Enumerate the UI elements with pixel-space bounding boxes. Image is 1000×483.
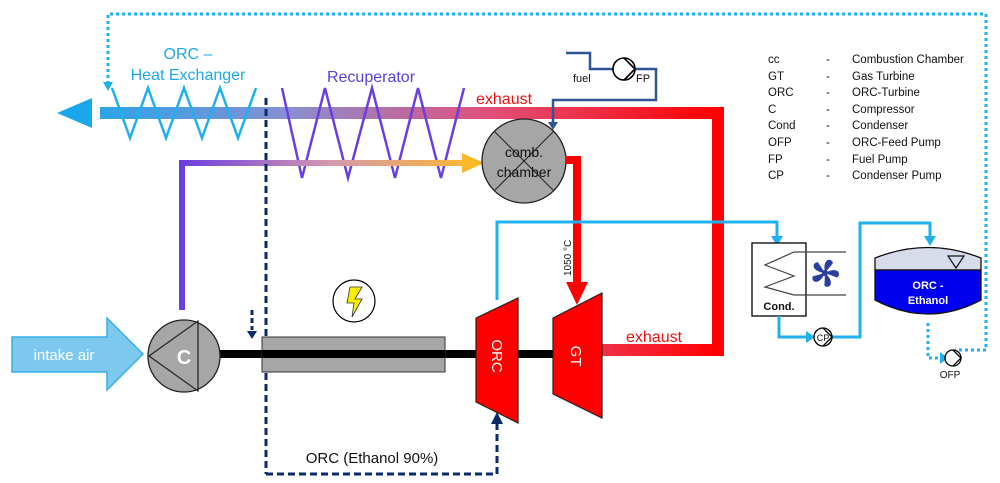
fuel-label: fuel [573, 73, 591, 85]
cp-inlet-arrowhead [806, 331, 815, 343]
hot-gas-arrowhead [566, 282, 588, 305]
electricity-icon [332, 279, 376, 323]
compressor-label: C [177, 347, 191, 369]
ofp-inlet-arrowhead [940, 352, 948, 364]
legend-meaning: Condenser [852, 120, 909, 133]
tank-label-2: Ethanol [908, 295, 948, 307]
legend-abbr: OFP [768, 136, 792, 149]
legend-row: OFP - ORC-Feed Pump [768, 135, 964, 152]
orc-feed-pump-label: OFP [940, 370, 961, 381]
legend-dash: - [826, 136, 830, 149]
air-arrowhead [462, 153, 484, 173]
tank-outlet-dotted-line [926, 323, 941, 360]
gas-turbine-label: GT [567, 346, 584, 367]
orc-heat-exchanger-coil [110, 84, 258, 142]
legend-dash: - [826, 120, 830, 133]
legend-abbr: GT [768, 70, 784, 83]
legend-dash: - [826, 170, 830, 183]
exhaust-outlet [600, 344, 718, 356]
legend-row: CP - Condenser Pump [768, 168, 964, 185]
orc-heat-exchanger-label-2: Heat Exchanger [131, 67, 246, 84]
orc-turbine [475, 297, 519, 424]
gas-turbine [552, 292, 603, 419]
exhaust-stream [100, 107, 724, 350]
fuel-pump-label: FP [636, 73, 650, 85]
intake-air-label: intake air [34, 347, 95, 364]
condenser-label: Cond. [763, 301, 794, 313]
comb-chamber-label: comb. [505, 144, 543, 160]
fuel-arrowhead [548, 122, 558, 130]
recuperator-label: Recuperator [327, 69, 416, 86]
legend-abbr: C [768, 103, 777, 116]
legend-row: GT - Gas Turbine [768, 69, 964, 86]
recuperator-coil [280, 83, 466, 183]
fuel-pump-icon [612, 57, 637, 81]
legend-abbr: CP [768, 170, 784, 183]
legend-row: ORC - ORC-Turbine [768, 85, 964, 102]
condenser-pump-label: CP [817, 333, 830, 343]
legend-meaning: Combustion Chamber [852, 54, 964, 66]
legend-dash: - [826, 153, 830, 166]
legend-row: C - Compressor [768, 102, 964, 119]
condensate-line [777, 221, 932, 339]
exhaust-label-bottom: exhaust [626, 329, 683, 346]
exhaust-duct [600, 113, 718, 356]
legend-dash: - [826, 103, 830, 116]
exhaust-label-top: exhaust [476, 91, 533, 108]
fuel-line [551, 51, 658, 124]
orc-feed-dotted-line [106, 12, 988, 352]
compressor [147, 319, 221, 393]
tank-inlet-arrowhead [924, 236, 936, 246]
exhaust-riser [712, 107, 724, 356]
legend-dash: - [826, 54, 830, 66]
legend-row: Cond - Condenser [768, 118, 964, 135]
legend-abbr: FP [768, 153, 783, 166]
orc-feed-pump-icon [944, 349, 962, 367]
legend-meaning: ORC-Feed Pump [852, 136, 941, 149]
legend-abbr: Cond [768, 120, 796, 133]
legend-dash: - [826, 70, 830, 83]
intake-air-arrow [11, 316, 145, 392]
legend-meaning: ORC-Turbine [852, 87, 920, 100]
legend-abbr: cc [768, 54, 780, 66]
orc-dashed-line-bottom [266, 422, 499, 476]
ethanol-tank [874, 246, 982, 315]
orc-vapor-line [495, 220, 779, 300]
comb-chamber-label-2: chamber [497, 164, 552, 180]
orc-turbine-label: ORC [488, 339, 505, 373]
orc-dashed-arrowhead [491, 412, 503, 424]
orc-feed-arrowhead [103, 82, 113, 91]
legend-meaning: Gas Turbine [852, 70, 915, 83]
combustion-chamber [481, 118, 567, 204]
legend-meaning: Condenser Pump [852, 170, 942, 183]
compressed-air-line [179, 160, 462, 310]
condenser-inlet-arrowhead [771, 236, 783, 246]
tank-label: ORC - [912, 280, 944, 292]
legend-dash: - [826, 87, 830, 100]
orc-cycle-label: ORC (Ethanol 90%) [306, 450, 439, 467]
exhaust-outlet-arrow [57, 98, 92, 128]
legend-row: FP - Fuel Pump [768, 152, 964, 169]
legend: cc - Combustion Chamber GT - Gas Turbine ORC… [768, 52, 964, 185]
legend-meaning: Fuel Pump [852, 153, 908, 166]
orc-heat-exchanger-label: ORC – [164, 46, 213, 63]
hot-gas-line [565, 156, 581, 285]
condenser-pump-icon [813, 327, 833, 347]
level-indicator-icon [946, 255, 966, 270]
legend-abbr: ORC [768, 87, 794, 100]
legend-row: cc - Combustion Chamber [768, 52, 964, 69]
small-dashed-arrowhead [247, 331, 257, 339]
condenser [751, 242, 846, 317]
temperature-label: 1050 °C [563, 240, 574, 276]
legend-meaning: Compressor [852, 103, 915, 116]
fan-icon [812, 259, 839, 287]
